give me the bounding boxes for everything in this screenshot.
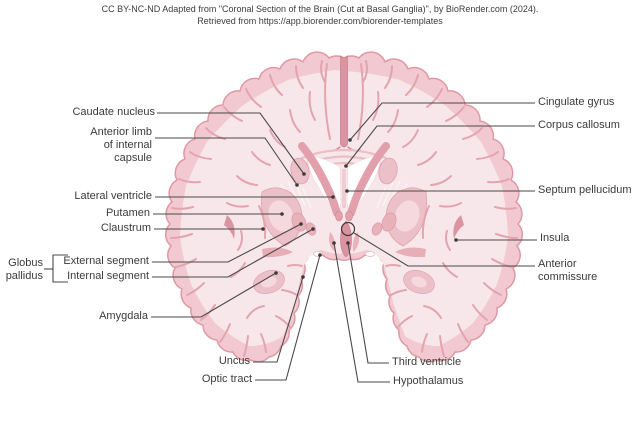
dot-anterior-limb-internal-capsule <box>295 183 299 187</box>
leader-uncus <box>253 276 304 363</box>
label-cingulate-gyrus: Cingulate gyrus <box>538 96 615 108</box>
insula-curl <box>237 230 243 251</box>
label-anterior-limb-internal-capsule: Anterior limb of internal capsule <box>90 126 152 164</box>
temporal-stem-shape <box>262 247 293 258</box>
label-hypothalamus: Hypothalamus <box>393 375 464 387</box>
leader-internal-segment <box>152 228 314 278</box>
label-caudate-nucleus: Caudate nucleus <box>72 106 155 118</box>
dot-lateral-ventricle <box>331 195 335 199</box>
leader-hypothalamus <box>333 242 390 383</box>
leader-corpus-callosum <box>345 125 535 167</box>
leader-optic-tract <box>255 254 321 381</box>
label-uncus: Uncus <box>218 355 250 367</box>
lateral-ventricle-wall <box>298 142 341 217</box>
label-claustrum: Claustrum <box>100 222 151 234</box>
label-amygdala: Amygdala <box>99 310 148 322</box>
leader-third-ventricle <box>347 242 389 364</box>
dot-amygdala <box>274 271 278 275</box>
attribution-line-1: CC BY-NC-ND Adapted from "Coronal Sectio… <box>101 4 539 14</box>
label-internal-segment: Internal segment <box>67 270 149 282</box>
label-third-ventricle: Third ventricle <box>392 356 462 368</box>
insula-sulcus <box>224 215 235 239</box>
leader-layer <box>44 102 537 383</box>
leader-caudate-nucleus <box>157 112 305 175</box>
dot-hypothalamus <box>332 241 336 245</box>
deep-structures-left <box>224 142 344 295</box>
leader-anterior-commissure <box>353 232 535 267</box>
label-insula: Insula <box>540 232 570 244</box>
label-corpus-callosum: Corpus callosum <box>538 119 620 131</box>
ring-anterior-commissure <box>340 221 356 237</box>
caudate-nucleus-shape <box>290 157 310 185</box>
longitudinal-fissure <box>340 55 348 148</box>
dot-optic-tract <box>318 253 322 257</box>
label-globus-pallidus: Globus pallidus <box>5 257 43 282</box>
putamen-core <box>268 200 294 232</box>
dot-corpus-callosum <box>344 164 348 168</box>
leader-amygdala <box>151 272 277 318</box>
dot-external-segment <box>299 222 303 226</box>
label-external-segment: External segment <box>63 255 149 267</box>
leader-anterior-limb-internal-capsule <box>155 137 298 186</box>
dot-third-ventricle <box>346 241 350 245</box>
attribution-line-2: Retrieved from https://app.biorender.com… <box>197 16 443 26</box>
dot-septum-pellucidum <box>345 189 349 193</box>
leader-globus-pallidus <box>52 254 68 283</box>
label-optic-tract: Optic tract <box>201 373 252 385</box>
leader-external-segment <box>152 223 302 263</box>
dot-putamen <box>280 212 284 216</box>
dot-cingulate-gyrus <box>348 138 352 142</box>
dot-caudate-nucleus <box>302 172 306 176</box>
hypothalamus-shape <box>329 232 336 252</box>
dot-uncus <box>301 275 305 279</box>
label-putamen: Putamen <box>105 207 150 219</box>
dot-claustrum <box>261 227 265 231</box>
fornix-shape <box>335 210 343 222</box>
dot-internal-segment <box>311 227 315 231</box>
label-anterior-commissure: Anterior commissure <box>538 258 598 283</box>
label-septum-pellucidum: Septum pellucidum <box>538 184 632 196</box>
sulci-left <box>170 60 331 357</box>
attribution: CC BY-NC-ND Adapted from "Coronal Sectio… <box>0 3 640 27</box>
dot-insula <box>454 238 458 242</box>
claustrum-shape <box>258 205 267 239</box>
leader-cingulate-gyrus <box>349 102 535 141</box>
label-lateral-ventricle: Lateral ventricle <box>74 190 152 202</box>
